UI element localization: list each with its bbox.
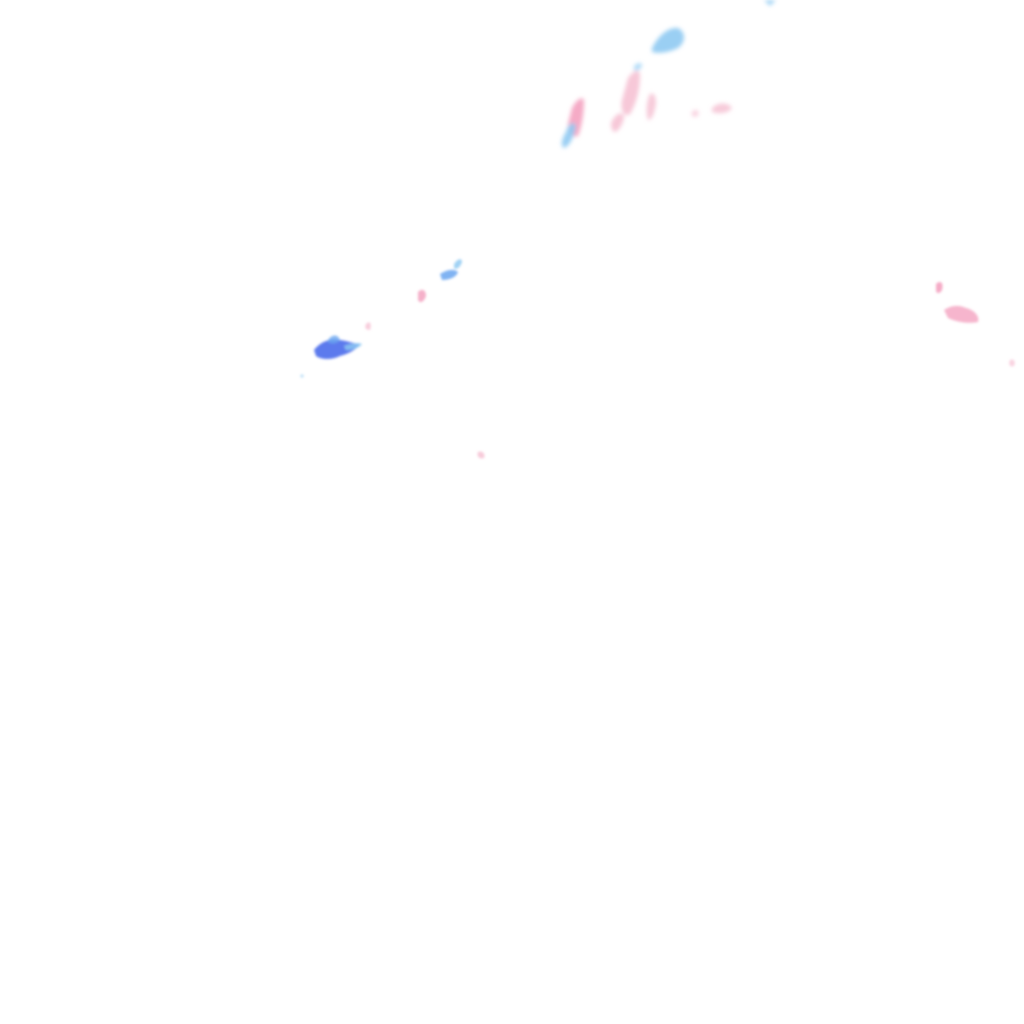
echo-pink-streak-d — [646, 93, 656, 120]
echo-blue-fleck — [634, 63, 642, 71]
echo-pink-fleck-f — [691, 109, 699, 117]
echo-blue-cell-upper — [440, 269, 458, 280]
echo-blue-top-edge — [764, 0, 776, 6]
echo-pink-streak-c — [611, 113, 624, 132]
echo-blue-streak-a — [561, 123, 576, 148]
echo-deep-blue-core — [314, 339, 360, 359]
echo-cluster-east — [936, 282, 1015, 367]
echo-blue-north — [652, 27, 684, 53]
echo-mid-blue-halo — [328, 335, 340, 344]
echo-cluster-west — [300, 259, 485, 459]
echo-pink-cell-h — [365, 322, 371, 330]
echo-cluster-north — [561, 0, 776, 148]
echo-pink-cell-k — [944, 305, 979, 323]
echo-pink-streak-b — [621, 70, 640, 116]
echo-speck — [300, 374, 304, 378]
echo-pink-cell-j — [936, 282, 943, 293]
echo-pink-cell-g — [418, 289, 426, 303]
echo-light-blue-tail — [344, 343, 362, 350]
echo-pink-cell-i — [477, 451, 485, 459]
echo-blue-cell-upper-tip — [454, 259, 462, 269]
echo-pink-cell-l — [1009, 359, 1015, 367]
echo-pink-fleck-e — [712, 103, 732, 114]
